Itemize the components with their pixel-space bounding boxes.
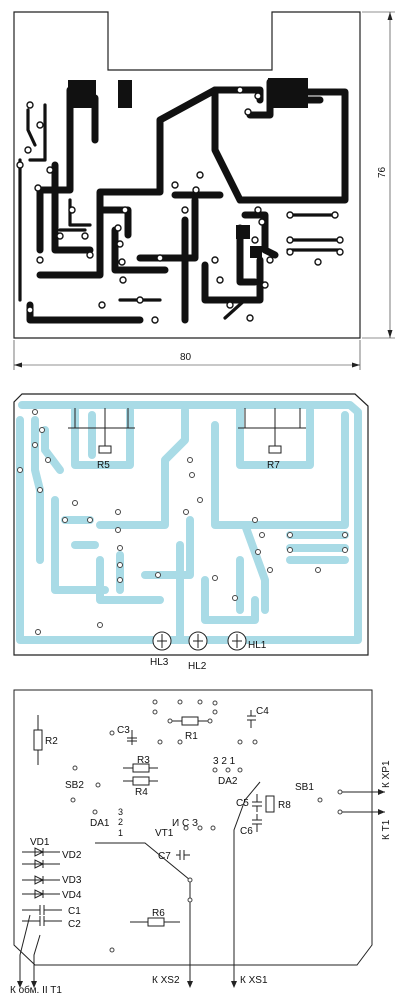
label-c5: C5 (236, 798, 249, 809)
label-vd3: VD3 (62, 875, 82, 886)
dim-height-label: 76 (377, 166, 388, 178)
copper-pads (68, 78, 308, 258)
label-k-t1: К T1 (381, 819, 392, 840)
label-c2: C2 (68, 919, 81, 930)
label-pin3: 3 (118, 807, 123, 817)
board-outline-top (13, 11, 361, 339)
placement-symbols (19, 710, 385, 985)
label-r4: R4 (135, 787, 148, 798)
label-ics: И С З (172, 818, 198, 829)
label-hl3: HL3 (150, 657, 169, 668)
label-c3: C3 (117, 725, 130, 736)
label-r7: R7 (267, 460, 280, 471)
label-da2: DA2 (218, 776, 238, 787)
label-r5: R5 (97, 460, 110, 471)
label-k-xs2: К XS2 (152, 975, 180, 986)
label-r8: R8 (278, 800, 291, 811)
label-vt1: VT1 (155, 828, 174, 839)
label-c7: C7 (158, 851, 171, 862)
trimmer-r5 (68, 408, 135, 454)
label-k-xp1: К XP1 (381, 760, 392, 788)
label-vd2: VD2 (62, 850, 82, 861)
copper-traces-heavy (26, 78, 349, 324)
label-hl1: HL1 (248, 640, 267, 651)
label-r6: R6 (152, 908, 165, 919)
board-outline-middle (13, 393, 369, 656)
led-hl3 (152, 631, 172, 651)
label-k-xs1: К XS1 (240, 975, 268, 986)
label-vd4: VD4 (62, 890, 82, 901)
dim-width-label: 80 (180, 352, 192, 363)
label-c6: C6 (240, 826, 253, 837)
component-holes (17, 409, 348, 635)
label-pins-321: 3 2 1 (213, 756, 236, 767)
label-pin2: 2 (118, 817, 123, 827)
label-r1: R1 (185, 731, 198, 742)
placement-pads (70, 699, 343, 953)
label-c4: C4 (256, 706, 269, 717)
copper-holes (16, 86, 344, 324)
wire-arrows (17, 789, 385, 988)
pcb-copper-layout: 80 76 (13, 11, 395, 370)
label-r2: R2 (45, 736, 58, 747)
label-sb2: SB2 (65, 780, 84, 791)
led-hl2 (188, 631, 208, 651)
label-k-obm: К обм. II T1 (10, 984, 62, 995)
board-outline-bottom (13, 689, 373, 966)
trimmer-r7 (238, 408, 306, 454)
label-pin1: 1 (118, 828, 123, 838)
component-placement: R2 C3 R1 C4 R3 R4 3 2 1 DA2 SB2 SB1 C5 R… (10, 689, 392, 995)
label-vd1: VD1 (30, 837, 50, 848)
led-hl1 (227, 631, 247, 651)
blue-traces (16, 401, 362, 644)
label-hl2: HL2 (188, 661, 207, 672)
label-sb1: SB1 (295, 782, 314, 793)
label-da1: DA1 (90, 818, 110, 829)
label-c1: C1 (68, 906, 81, 917)
pcb-component-side: R5 R7 HL3 HL2 HL1 (13, 393, 369, 672)
label-r3: R3 (137, 755, 150, 766)
